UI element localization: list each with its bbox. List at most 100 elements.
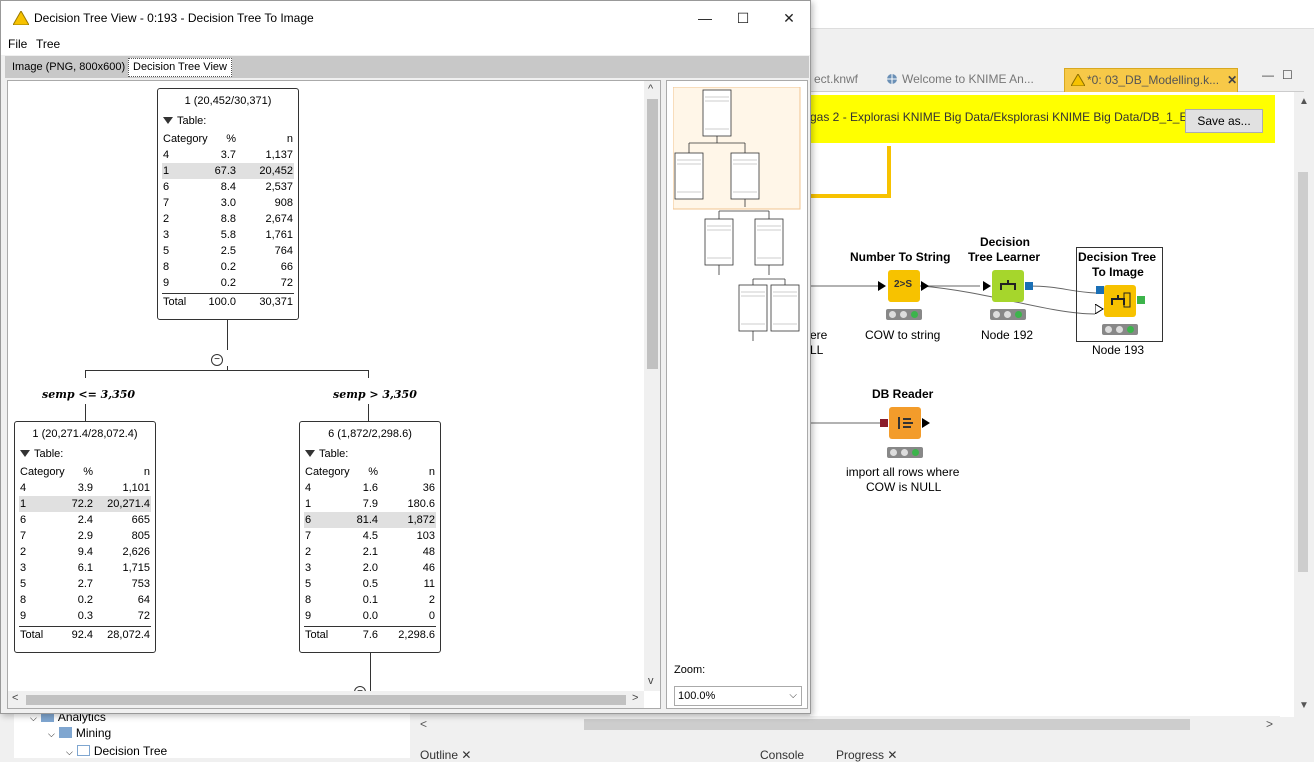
- expand-arrow-icon[interactable]: ⌵: [48, 729, 55, 739]
- close-button[interactable]: ✕: [783, 10, 795, 26]
- globe-icon: [886, 70, 898, 84]
- tree-vertical-scrollbar[interactable]: ^ v: [644, 81, 660, 691]
- save-as-button[interactable]: Save as...: [1185, 109, 1263, 133]
- editor-tab-workflow[interactable]: *0: 03_DB_Modelling.k...✕: [1064, 68, 1238, 92]
- menu-tree[interactable]: Tree: [36, 37, 61, 51]
- node-header: 1 (20,452/30,371): [184, 95, 272, 107]
- canvas-vertical-scrollbar[interactable]: ▲ ▼: [1294, 92, 1314, 717]
- explorer-item-decision-tree[interactable]: ⌵Decision Tree: [66, 744, 168, 758]
- tab-outline[interactable]: Outline ✕: [420, 748, 472, 762]
- node-header: 6 (1,872/2,298.6): [328, 428, 412, 440]
- scroll-up-arrow-icon[interactable]: ^: [648, 83, 654, 95]
- category-cell: 2: [305, 546, 312, 558]
- count-cell: 1,715: [122, 562, 150, 574]
- workflow-canvas[interactable]: gas 2 - Explorasi KNIME Big Data/Eksplor…: [810, 92, 1294, 717]
- count-cell: 805: [131, 530, 150, 542]
- category-cell: 1: [163, 165, 170, 177]
- scroll-up-arrow-icon[interactable]: ▲: [1299, 96, 1309, 107]
- percent-cell: 2.0: [362, 562, 378, 574]
- expand-arrow-icon[interactable]: ⌵: [30, 713, 37, 723]
- minimize-editor-icon[interactable]: —: [1262, 68, 1274, 82]
- scrollbar-thumb[interactable]: [26, 695, 626, 705]
- node-decision-tree-to-image[interactable]: [1104, 285, 1136, 317]
- percent-cell: 2.4: [77, 514, 93, 526]
- percent-cell: 6.1: [77, 562, 93, 574]
- collapse-node-icon[interactable]: −: [211, 354, 223, 366]
- bottom-panels: ⌵Analytics ⌵Mining ⌵Decision Tree Outlin…: [0, 710, 1314, 762]
- menu-file[interactable]: File: [8, 37, 28, 51]
- scroll-down-arrow-icon[interactable]: ▼: [1299, 700, 1309, 711]
- tab-decision-tree-view[interactable]: Decision Tree View: [128, 58, 232, 77]
- count-cell: 20,271.4: [107, 498, 150, 510]
- scroll-left-arrow-icon[interactable]: <: [12, 692, 19, 704]
- zoom-dropdown[interactable]: 100.0% ⌵: [674, 686, 802, 706]
- scrollbar-thumb[interactable]: [584, 719, 1190, 730]
- tab-progress[interactable]: Progress ✕: [836, 748, 898, 762]
- table-header-row: Category%n: [19, 464, 151, 480]
- percent-cell: 0.0: [362, 610, 378, 622]
- explorer-item-mining[interactable]: ⌵Mining: [48, 726, 112, 740]
- workbench-toolbar: [810, 28, 1314, 64]
- tree-edge: [368, 370, 369, 378]
- maximize-button[interactable]: ☐: [736, 10, 750, 26]
- percent-cell: 0.3: [77, 610, 93, 622]
- maximize-editor-icon[interactable]: ☐: [1282, 68, 1293, 82]
- category-cell: 7: [305, 530, 312, 542]
- node-number-to-string-label: COW to string: [865, 328, 941, 342]
- node-dt-image-label: Node 193: [1092, 343, 1145, 357]
- category-cell: 4: [20, 482, 27, 494]
- expand-arrow-icon[interactable]: ⌵: [66, 747, 73, 757]
- table-toggle[interactable]: Table:: [305, 448, 348, 460]
- node-decision-tree-learner[interactable]: [992, 270, 1024, 302]
- scroll-left-arrow-icon[interactable]: <: [420, 717, 428, 731]
- scrollbar-thumb[interactable]: [1298, 172, 1308, 572]
- tab-console[interactable]: Console: [760, 748, 805, 762]
- scrollbar-thumb[interactable]: [647, 99, 658, 369]
- count-cell: 103: [416, 530, 435, 542]
- node-header: 1 (20,271.4/28,072.4): [32, 428, 138, 440]
- node-db-reader-title: DB Reader: [872, 387, 934, 401]
- category-cell: 8: [20, 594, 27, 606]
- node-db-reader-label-2: COW is NULL: [866, 480, 942, 494]
- percent-cell: 2.7: [77, 578, 93, 590]
- node-dt-image-title-1: Decision Tree: [1078, 250, 1157, 264]
- count-cell: 72: [137, 610, 150, 622]
- tree-edge: [227, 366, 228, 371]
- tab-image-png[interactable]: Image (PNG, 800x600): [12, 61, 126, 73]
- scroll-right-arrow-icon[interactable]: >: [1266, 717, 1274, 731]
- percent-cell: 5.8: [220, 229, 236, 241]
- read-only-warning-bar: gas 2 - Explorasi KNIME Big Data/Eksplor…: [810, 95, 1275, 143]
- node-db-reader[interactable]: [889, 407, 921, 439]
- collapse-triangle-icon: [20, 450, 30, 457]
- scroll-down-arrow-icon[interactable]: v: [648, 675, 654, 687]
- editor-tab-bar: ect.knwf Welcome to KNIME An... *0: 03_D…: [810, 64, 1304, 92]
- table-toggle[interactable]: Table:: [163, 115, 206, 127]
- tree-horizontal-scrollbar[interactable]: < >: [8, 691, 644, 708]
- editor-tab-welcome[interactable]: Welcome to KNIME An...: [886, 68, 1034, 92]
- workflow-connections: [810, 146, 1097, 424]
- node-db-reader-label-1: import all rows where: [846, 465, 960, 479]
- percent-cell: 0.2: [220, 261, 236, 273]
- count-cell: 36: [422, 482, 435, 494]
- editor-tab-project[interactable]: ect.knwf: [814, 72, 859, 86]
- category-cell: Category: [305, 466, 350, 478]
- split-condition-left: semp <= 3,350: [42, 388, 136, 401]
- tree-overview-minimap[interactable]: [673, 87, 801, 349]
- canvas-horizontal-scrollbar[interactable]: < >: [414, 716, 1280, 734]
- node-number-to-string[interactable]: 2>S: [888, 270, 920, 302]
- table-toggle[interactable]: Table:: [20, 448, 63, 460]
- close-tab-icon[interactable]: ✕: [1227, 73, 1238, 87]
- window-titlebar[interactable]: Decision Tree View - 0:193 - Decision Tr…: [1, 1, 810, 35]
- minimize-button[interactable]: —: [698, 10, 712, 26]
- scroll-right-arrow-icon[interactable]: >: [632, 692, 639, 704]
